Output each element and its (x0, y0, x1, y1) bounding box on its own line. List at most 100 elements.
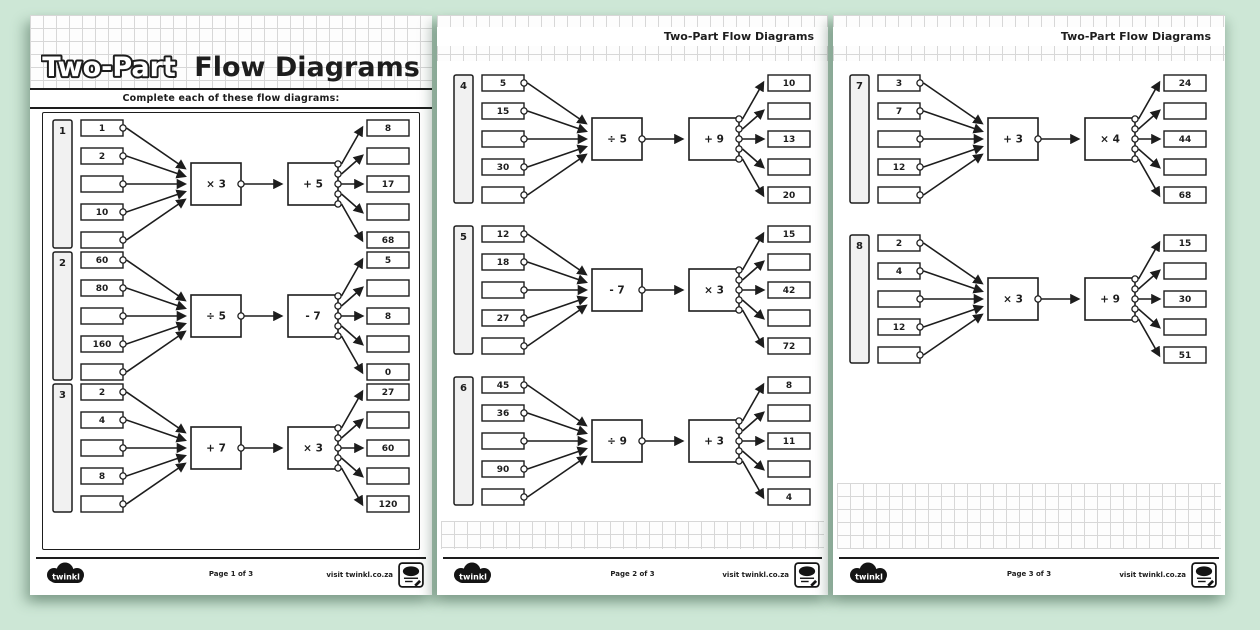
input-value: 2 (896, 239, 902, 249)
connector-node (334, 180, 342, 188)
flow-arrow (527, 446, 588, 470)
input-value: 2 (99, 388, 105, 398)
connector-node (334, 444, 342, 452)
connector-node (735, 286, 743, 294)
output-box (767, 337, 811, 355)
page-header-band: Two-Part Flow Diagrams (833, 27, 1225, 46)
flow-arrow (340, 467, 364, 507)
diagram-number-tab (453, 376, 474, 506)
visit-link-text: visit twinkl.co.za (722, 571, 789, 579)
flow-arrow (741, 80, 765, 120)
grid-paper-strip (837, 483, 1221, 549)
output-box (1163, 346, 1207, 364)
output-value: 30 (1179, 295, 1192, 305)
output-box (366, 363, 410, 381)
diagram-number-tab (849, 234, 870, 364)
connector-node (334, 434, 342, 442)
output-box (1163, 290, 1207, 308)
operation-1-label: ÷ 9 (607, 436, 627, 448)
input-value: 160 (93, 340, 112, 350)
operation-box-1 (987, 117, 1039, 161)
operation-box-2 (287, 162, 339, 206)
flow-arrow (741, 450, 765, 471)
flow-arrow (527, 295, 588, 319)
connector-node (520, 381, 528, 389)
flow-arrow (527, 455, 588, 498)
output-box (366, 495, 410, 513)
output-value: 72 (783, 342, 796, 352)
flow-arrow (527, 153, 588, 196)
flow-arrow (340, 125, 364, 165)
flow-arrow (340, 418, 364, 439)
diagram-number: 4 (460, 81, 467, 92)
flow-arrow (126, 259, 187, 302)
operation-box-2 (287, 426, 339, 470)
flow-arrow (1137, 158, 1161, 198)
operation-box-2 (287, 294, 339, 338)
output-value: 44 (1179, 135, 1192, 145)
page-header-title: Two-Part Flow Diagrams (1060, 30, 1211, 43)
connector-node (520, 493, 528, 501)
operation-2-label: × 3 (303, 443, 323, 455)
flow-arrow (340, 335, 364, 375)
flow-arrow (741, 148, 765, 169)
output-value: 4 (786, 493, 792, 503)
flow-arrow (340, 193, 364, 214)
connector-node (334, 302, 342, 310)
connector-node (334, 454, 342, 462)
diagram-number-tab (52, 251, 73, 381)
input-box (80, 307, 124, 325)
connector-node (735, 276, 743, 284)
output-box (366, 251, 410, 269)
flow-arrow (126, 391, 187, 434)
input-value: 7 (896, 107, 902, 117)
connector-node (334, 312, 342, 320)
connector-node (1131, 305, 1139, 313)
output-value: 13 (783, 135, 796, 145)
input-value: 3 (896, 79, 902, 89)
connector-node (1131, 125, 1139, 133)
output-value: 8 (385, 124, 391, 134)
diagram-number: 6 (460, 383, 467, 394)
output-value: 68 (382, 236, 395, 246)
connector-node (119, 444, 127, 452)
flow-arrow (527, 233, 588, 276)
flow-arrow (126, 155, 187, 179)
flow-arrow (527, 261, 588, 285)
output-box (366, 203, 410, 221)
flow-arrow (1137, 240, 1161, 280)
diagram-number-tab (52, 383, 73, 513)
connector-node (735, 125, 743, 133)
connector-node (520, 437, 528, 445)
output-value: 20 (783, 191, 796, 201)
output-value: 10 (783, 79, 796, 89)
flow-arrow (923, 313, 984, 356)
input-value: 4 (99, 416, 105, 426)
footer-divider (839, 557, 1219, 559)
twinkl-quality-stamp-icon (1191, 562, 1217, 588)
twinkl-quality-stamp-icon (794, 562, 820, 588)
input-box (877, 186, 921, 204)
flow-arrow (340, 325, 364, 346)
output-box (767, 488, 811, 506)
instructions-text: Complete each of these flow diagrams: (122, 93, 340, 104)
connector-node (735, 266, 743, 274)
connector-node (1131, 155, 1139, 163)
output-box (1163, 262, 1207, 280)
page-footer: twinkl Page 1 of 3 visit twinkl.co.za (30, 559, 432, 591)
input-box (80, 495, 124, 513)
page-footer: twinkl Page 2 of 3 visit twinkl.co.za (437, 559, 828, 591)
connector-node (1131, 115, 1139, 123)
diagram-number-tab (453, 74, 474, 204)
connector-node (520, 135, 528, 143)
connector-node (334, 322, 342, 330)
connector-node (638, 135, 646, 143)
connector-node (520, 409, 528, 417)
input-box (481, 281, 525, 299)
output-value: 17 (382, 180, 395, 190)
